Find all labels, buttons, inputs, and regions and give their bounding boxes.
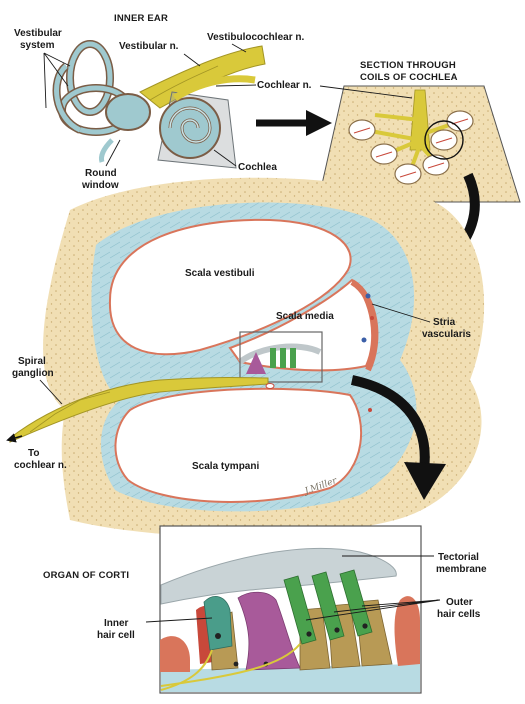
vestibule	[105, 93, 151, 131]
highlight-circle	[424, 120, 464, 160]
label-round-window-line1: Round	[85, 168, 117, 179]
label-round-window-line2: window	[81, 180, 119, 191]
label-spiral-ganglion-line2: ganglion	[12, 368, 54, 379]
inner-sulcus-cells	[160, 636, 190, 672]
label-vestibular-system-line2: system	[20, 40, 55, 51]
cochlea-section-panel: SECTION THROUGH COILS OF COCHLEA	[317, 60, 521, 203]
leader-cochlear-nerve	[215, 84, 257, 87]
label-to-cochlear-line1: To	[28, 448, 39, 459]
label-cochlea: Cochlea	[238, 162, 277, 173]
label-spiral-ganglion-line1: Spiral	[18, 356, 46, 367]
leader-vestibular-nerve	[183, 53, 201, 67]
label-cochlear-nerve: Cochlear n.	[257, 80, 312, 91]
organ-of-corti-mini	[246, 348, 296, 374]
title-section-line2: COILS OF COCHLEA	[360, 72, 458, 83]
label-vestibular-system-line1: Vestibular	[14, 28, 62, 39]
basilar-membrane	[161, 664, 420, 692]
cochlear-duct-cross-section	[6, 177, 485, 537]
inner-hair-cell	[203, 596, 233, 651]
cochlear-nerve-fibers	[160, 643, 301, 691]
title-organ-of-corti: ORGAN OF CORTI	[43, 570, 129, 581]
label-outer-hair-line1: Outer	[446, 597, 473, 608]
tectorial-membrane	[160, 547, 397, 605]
leader-vestibular-system	[43, 52, 71, 109]
pillar-cells	[237, 591, 301, 671]
leader-inner-hair-cell	[145, 617, 213, 623]
leader-cochlea	[213, 149, 237, 167]
label-to-cochlear-line2: cochlear n.	[14, 460, 67, 471]
label-vestibular-nerve: Vestibular n.	[119, 41, 179, 52]
label-scala-tympani: Scala tympani	[192, 461, 259, 472]
label-inner-hair-line2: hair cell	[97, 630, 135, 641]
arrow-to-organ-of-corti	[350, 375, 430, 471]
outer-hair-cells	[283, 569, 373, 645]
leader-cochlear-nerve-section	[319, 85, 413, 99]
label-vestibulocochlear-nerve: Vestibulocochlear n.	[207, 32, 304, 43]
inner-ear-illustration	[52, 40, 266, 169]
label-tectorial-line2: membrane	[436, 564, 487, 575]
stria-vascularis	[350, 279, 379, 372]
label-scala-media: Scala media	[276, 311, 334, 322]
leader-spiral-ganglion	[39, 379, 63, 405]
label-stria-line2: vascularis	[422, 329, 471, 340]
title-inner-ear: INNER EAR	[114, 13, 168, 24]
scala-tympani-chamber	[114, 387, 363, 503]
leader-round-window	[105, 139, 121, 167]
label-inner-hair-line1: Inner	[104, 618, 129, 629]
hensen-cells	[394, 596, 420, 666]
cochlear-nerve	[173, 75, 256, 101]
label-stria-line1: Stria	[433, 317, 456, 328]
label-outer-hair-line2: hair cells	[437, 609, 481, 620]
round-window	[99, 138, 114, 163]
zoom-box	[239, 331, 323, 383]
organ-of-corti-panel	[159, 525, 422, 694]
label-scala-vestibuli: Scala vestibuli	[185, 268, 255, 279]
leader-vestibulocochlear-nerve	[231, 43, 247, 53]
leader-outer-hair-cells	[305, 599, 441, 621]
title-section-line1: SECTION THROUGH	[360, 60, 456, 71]
scala-vestibuli-chamber	[108, 218, 352, 356]
label-tectorial-line1: Tectorial	[438, 552, 479, 563]
leader-stria-vascularis	[371, 303, 431, 323]
